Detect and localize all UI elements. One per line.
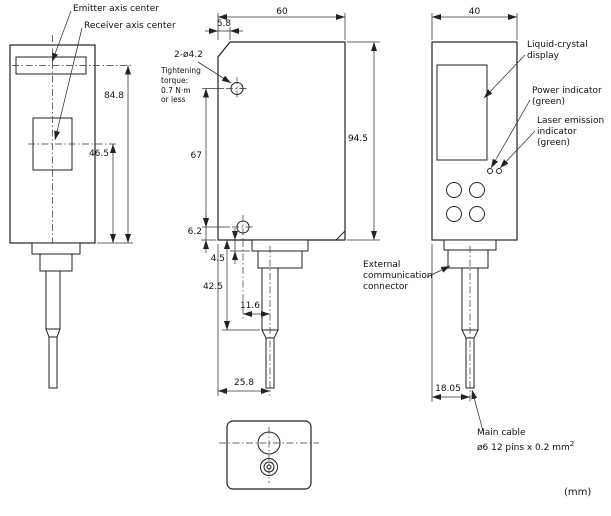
main-cable-label: Main cable ø6 12 pins x 0.2 mm2 — [477, 428, 574, 454]
button — [446, 182, 462, 198]
dim-84-8: 84.8 — [103, 91, 124, 101]
dim-25-8: 25.8 — [233, 378, 255, 388]
left-main-cable — [48, 336, 58, 389]
left-dimensions — [97, 65, 133, 244]
left-cable-taper — [45, 328, 61, 338]
dim-60: 60 — [276, 7, 288, 17]
external-communication-connector — [447, 249, 489, 269]
dim-5-8: 5.8 — [216, 19, 232, 29]
power-indicator-dot — [487, 168, 493, 174]
main-cable-label-line1: Main cable — [477, 428, 526, 438]
bottom-view — [219, 420, 319, 490]
laser-indicator-dot — [496, 168, 502, 174]
front-view — [197, 13, 380, 396]
dim-18-05: 18.05 — [435, 384, 461, 394]
front-body-outline — [217, 41, 346, 241]
left-strain-relief — [45, 270, 61, 330]
receiver-leader-line — [54, 27, 83, 141]
right-side-view — [426, 13, 536, 432]
laser-leader-line — [499, 130, 536, 169]
dim-94-5: 94.5 — [347, 134, 368, 144]
left-side-view — [9, 10, 133, 389]
button — [446, 206, 462, 222]
front-dimension-lines — [203, 14, 377, 394]
front-extension-lines — [201, 13, 380, 396]
right-dimension-lines — [431, 13, 518, 402]
lcd-label: Liquid-crystal display — [527, 40, 588, 61]
emitter-leader-line — [51, 10, 72, 63]
main-cable-label-line2: ø6 12 pins x 0.2 mm2 — [477, 439, 575, 453]
button — [469, 182, 485, 198]
laser-indicator-label: Laser emission indicator (green) — [537, 116, 605, 148]
front-corner-chamfer — [335, 230, 346, 241]
dim-11-6: 11.6 — [239, 301, 260, 311]
hole-callout-label: 2-ø4.2 — [174, 50, 203, 60]
dim-6-2: 6.2 — [187, 227, 202, 237]
button — [469, 206, 485, 222]
connector-leader-line — [426, 265, 451, 278]
main-cable-leader-line — [471, 389, 484, 432]
power-indicator-label: Power indicator (green) — [532, 86, 602, 107]
receiver-axis-label: Receiver axis center — [84, 21, 176, 31]
dim-40: 40 — [468, 7, 481, 17]
left-connector-step — [31, 242, 81, 255]
power-leader-line — [490, 99, 531, 169]
units-label: (mm) — [564, 487, 592, 498]
external-connector-label: External communication connector — [363, 260, 433, 292]
dim-4-5: 4.5 — [210, 254, 225, 264]
dim-67: 67 — [190, 151, 202, 161]
lcd-window — [436, 64, 488, 161]
front-connector-block — [257, 250, 303, 269]
emitter-axis-label: Emitter axis center — [73, 4, 159, 14]
left-connector-block — [39, 253, 73, 272]
tightening-torque-note: Tightening torque: 0.7 N·m or less — [161, 66, 201, 105]
hole-callout-leader — [197, 61, 232, 84]
dim-42-5: 42.5 — [202, 282, 223, 292]
front-connector-step — [251, 239, 309, 252]
main-cable-sup: 2 — [569, 439, 575, 448]
dim-46-5: 46.5 — [88, 149, 109, 159]
lcd-leader-line — [483, 54, 526, 99]
